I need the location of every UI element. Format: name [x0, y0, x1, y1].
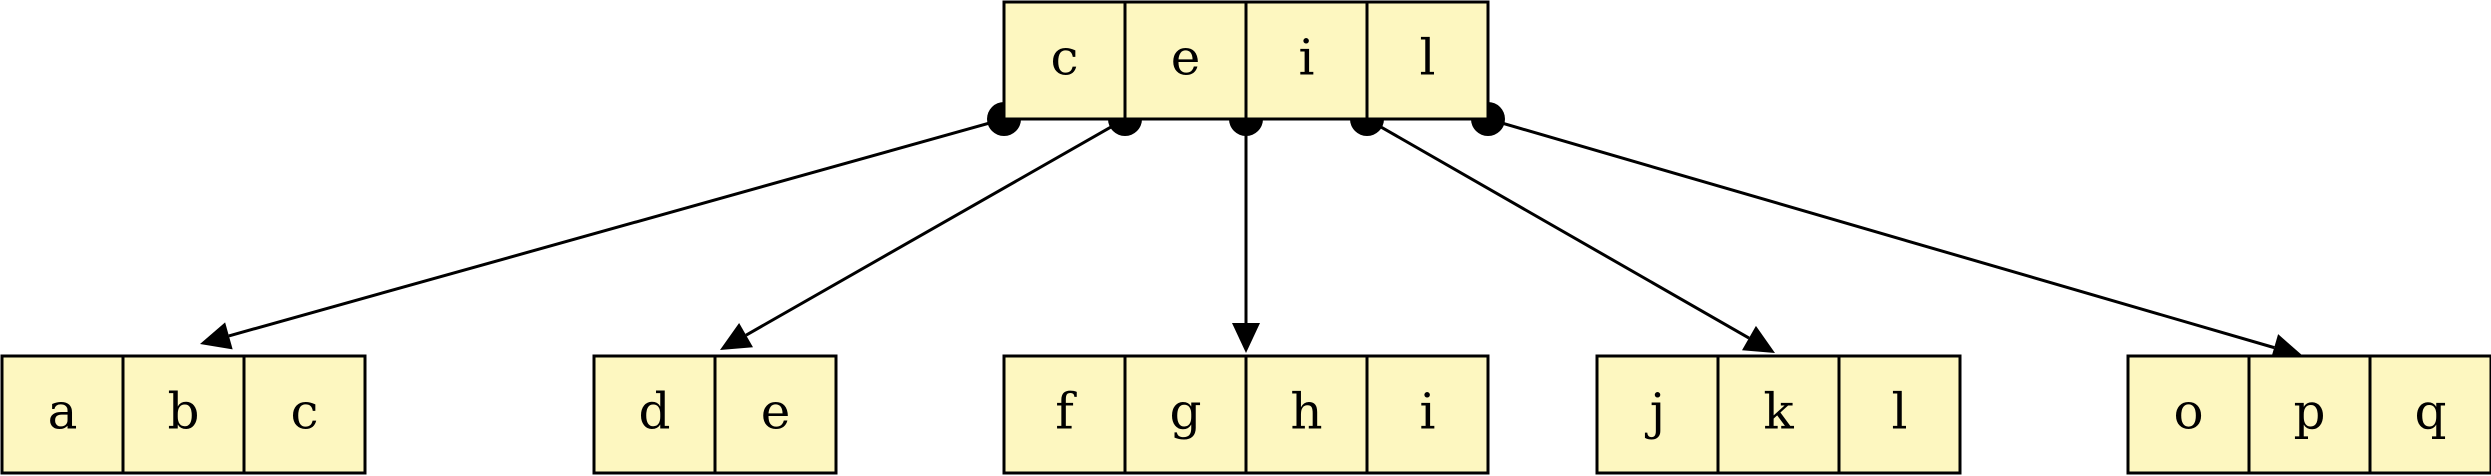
child-node: o p q [2126, 354, 2491, 475]
pointer-line [745, 117, 1126, 337]
key-cell [1595, 354, 1720, 475]
key-label: a [48, 383, 78, 441]
key-label: c [290, 383, 318, 441]
key-cell [1716, 354, 1841, 475]
key-cell [121, 354, 246, 475]
key-cell [2368, 354, 2491, 475]
key-cell [2247, 354, 2372, 475]
arrow-head [1742, 325, 1775, 353]
arrow-head [1232, 323, 1260, 353]
key-label: b [167, 383, 199, 441]
key-label: e [761, 383, 791, 441]
arrow-head [720, 322, 753, 350]
key-label: k [1763, 383, 1794, 441]
key-label: q [2414, 383, 2446, 441]
pointer-line [1366, 117, 1750, 340]
key-label: g [1169, 383, 1201, 441]
key-label: c [1050, 29, 1078, 87]
arrow-head [2270, 334, 2303, 362]
key-cell [1365, 0, 1490, 121]
key-label: o [2173, 383, 2203, 441]
key-label: d [638, 383, 670, 441]
key-cell [1365, 354, 1490, 475]
key-cell [242, 354, 367, 475]
key-label: h [1290, 383, 1322, 441]
key-label: i [1420, 383, 1436, 441]
pointer-line [1487, 117, 2275, 350]
child-node: a b c [0, 354, 367, 475]
key-label: l [1420, 29, 1436, 87]
child-pointers [200, 102, 2303, 362]
key-cell [1002, 354, 1127, 475]
key-cell [592, 354, 717, 475]
key-cell [1244, 354, 1369, 475]
key-cell [713, 354, 838, 475]
arrow-head [200, 322, 233, 350]
child-node: j k l [1595, 354, 1962, 475]
key-label: i [1299, 29, 1315, 87]
child-node: f g h i [1002, 354, 1490, 475]
key-label: j [1645, 383, 1666, 441]
key-cell [1837, 354, 1962, 475]
key-cell [1002, 0, 1127, 121]
pointer-line [228, 117, 1005, 338]
key-label: l [1892, 383, 1908, 441]
key-label: p [2293, 383, 2325, 441]
key-label: e [1171, 29, 1201, 87]
key-label: f [1055, 383, 1077, 441]
